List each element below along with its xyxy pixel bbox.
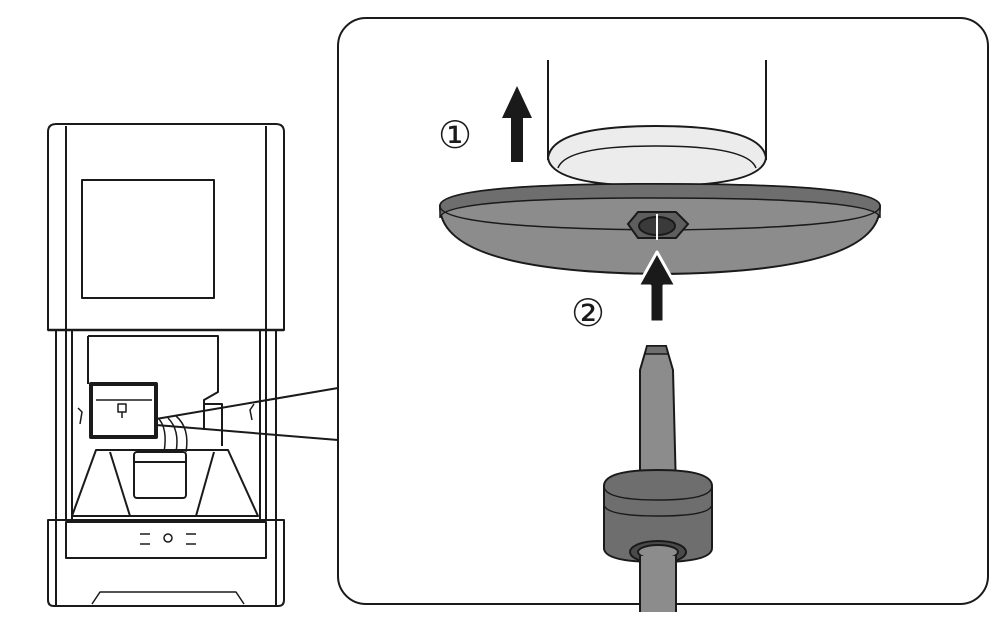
arrow-up-icon (502, 86, 532, 162)
milling-machine-icon (47, 123, 285, 607)
callout-lines (155, 387, 339, 441)
power-button-icon (163, 533, 173, 543)
front-window (81, 179, 215, 299)
highlight-frame (89, 382, 158, 439)
air-nozzle-icon (603, 345, 713, 612)
step-1-label: ① (438, 113, 472, 157)
spindle-icon (438, 60, 882, 276)
work-block (133, 451, 187, 499)
arrow-up-icon (636, 250, 678, 324)
step-2-label: ② (571, 291, 605, 335)
